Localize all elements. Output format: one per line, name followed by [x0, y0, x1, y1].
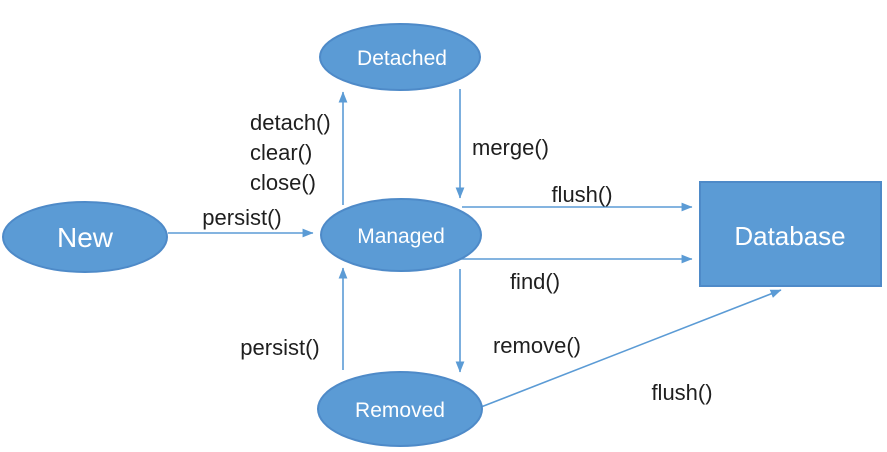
- node-removed-label: Removed: [355, 399, 445, 422]
- edge-label-persist-top: persist(): [202, 205, 281, 230]
- edge-label-close: close(): [250, 170, 316, 195]
- node-removed: Removed: [317, 371, 483, 447]
- edges: [168, 89, 782, 408]
- edge-flush-removed-to-database: [480, 289, 782, 408]
- node-managed: Managed: [320, 198, 482, 272]
- node-database-label: Database: [734, 221, 845, 251]
- edge-label-detach: detach(): [250, 110, 331, 135]
- node-new: New: [2, 201, 168, 273]
- edge-label-flush-top: flush(): [551, 182, 612, 207]
- node-database: Database: [699, 181, 882, 287]
- edge-label-persist-bottom: persist(): [240, 335, 319, 360]
- edge-label-remove: remove(): [493, 333, 581, 358]
- edge-label-find: find(): [510, 269, 560, 294]
- node-detached-label: Detached: [357, 47, 447, 70]
- nodes: New Detached Managed Removed Database: [2, 23, 882, 447]
- edge-labels: persist() detach() clear() close() merge…: [202, 110, 712, 405]
- node-database-shape: [699, 181, 882, 287]
- edge-label-flush-bottom: flush(): [651, 380, 712, 405]
- node-removed-shape: [317, 371, 483, 447]
- node-detached-shape: [319, 23, 481, 91]
- node-managed-shape: [320, 198, 482, 272]
- node-detached: Detached: [319, 23, 481, 91]
- node-new-label: New: [57, 222, 114, 253]
- node-managed-label: Managed: [357, 225, 445, 248]
- edge-label-merge: merge(): [472, 135, 549, 160]
- node-new-shape: [2, 201, 168, 273]
- edge-label-clear: clear(): [250, 140, 312, 165]
